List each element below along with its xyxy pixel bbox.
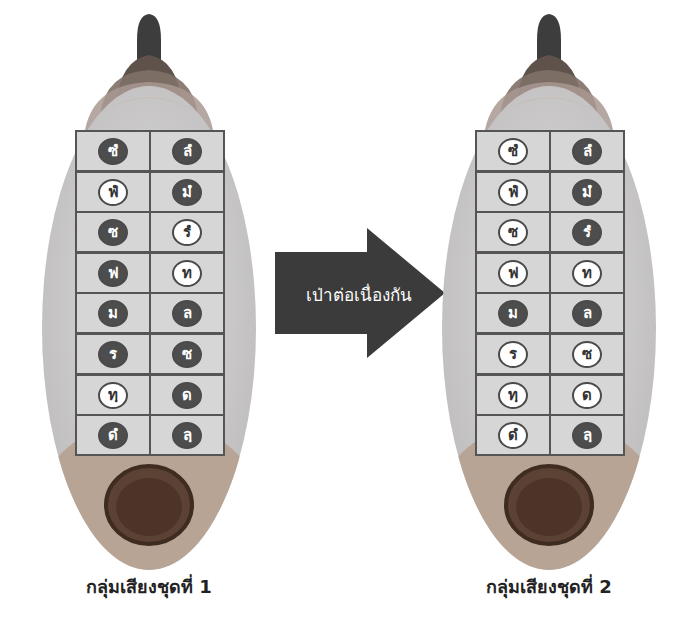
group-caption: กลุ่มเสียงชุดที่ 1: [40, 572, 258, 601]
note-cell: ร: [475, 333, 551, 375]
note-cell: รํ: [549, 211, 625, 253]
note-symbol: ซ: [498, 219, 528, 246]
note-cell: ฟ: [475, 252, 551, 294]
note-symbol: ซ: [572, 341, 602, 368]
note-cell: ซ: [475, 211, 551, 253]
note-symbol: ร: [498, 341, 528, 368]
note-cell: ทฺ: [475, 374, 551, 416]
note-symbol: ดํ: [98, 422, 128, 449]
block-arrow: เป่าต่อเนื่องกัน: [275, 228, 447, 358]
note-symbol: ด: [572, 382, 602, 409]
note-cell: ฟํ: [75, 171, 151, 213]
note-symbol: ทฺ: [98, 382, 128, 409]
note-cell: ฟ: [75, 252, 151, 294]
note-cell: ม: [75, 292, 151, 334]
note-cell: ท: [549, 252, 625, 294]
note-symbol: ทฺ: [498, 382, 528, 409]
note-symbol: ลฺ: [572, 422, 602, 449]
note-symbol: ลํ: [172, 138, 202, 165]
note-symbol: ร: [98, 341, 128, 368]
note-cell: ลฺ: [549, 414, 625, 456]
note-cell: มํ: [549, 171, 625, 213]
note-cell: ล: [549, 292, 625, 334]
note-cell: มํ: [149, 171, 225, 213]
note-cell: รํ: [149, 211, 225, 253]
group-caption: กลุ่มเสียงชุดที่ 2: [440, 572, 658, 601]
note-cell: ม: [475, 292, 551, 334]
note-cell: ซํ: [475, 130, 551, 172]
note-cell: ทฺ: [75, 374, 151, 416]
note-cell: ซ: [549, 333, 625, 375]
note-symbol: ลํ: [572, 138, 602, 165]
note-symbol: ลฺ: [172, 422, 202, 449]
note-cell: ล: [149, 292, 225, 334]
note-cell: ดํ: [75, 414, 151, 456]
note-symbol: ฟํ: [98, 179, 128, 206]
note-symbol: รํ: [572, 219, 602, 246]
note-cell: ลฺ: [149, 414, 225, 456]
note-cell: ซํ: [75, 130, 151, 172]
note-cell: ร: [75, 333, 151, 375]
note-cell: ท: [149, 252, 225, 294]
instrument-group: กลุ่มเสียงชุดที่ 2 ซํ ลํฟํ มํซ รํฟ ทม ลร ซทฺ ดดํ…: [440, 10, 658, 610]
note-symbol: มํ: [172, 179, 202, 206]
note-symbol: ล: [572, 300, 602, 327]
arrow-label: เป่าต่อเนื่องกัน: [275, 281, 443, 308]
note-symbol: ฟํ: [498, 179, 528, 206]
note-cell: ซ: [149, 333, 225, 375]
note-symbol: ซ: [172, 341, 202, 368]
note-symbol: ท: [172, 260, 202, 287]
note-cell: ลํ: [149, 130, 225, 172]
note-symbol: ซํ: [498, 138, 528, 165]
note-cell: ดํ: [475, 414, 551, 456]
note-symbol: ด: [172, 382, 202, 409]
note-cell: ลํ: [549, 130, 625, 172]
note-cell: ด: [149, 374, 225, 416]
note-symbol: ล: [172, 300, 202, 327]
note-cell: ซ: [75, 211, 151, 253]
note-symbol: รํ: [172, 219, 202, 246]
note-symbol: ฟ: [498, 260, 528, 287]
note-symbol: ม: [498, 300, 528, 327]
note-symbol: ม: [98, 300, 128, 327]
note-symbol: ซ: [98, 219, 128, 246]
note-cell: ด: [549, 374, 625, 416]
instrument-group: กลุ่มเสียงชุดที่ 1 ซํ ลํฟํ มํซ รํฟ ทม ลร ซทฺ ดดํ…: [40, 10, 258, 610]
note-symbol: ฟ: [98, 260, 128, 287]
note-symbol: ดํ: [498, 422, 528, 449]
note-symbol: มํ: [572, 179, 602, 206]
note-symbol: ซํ: [98, 138, 128, 165]
note-symbol: ท: [572, 260, 602, 287]
note-cell: ฟํ: [475, 171, 551, 213]
